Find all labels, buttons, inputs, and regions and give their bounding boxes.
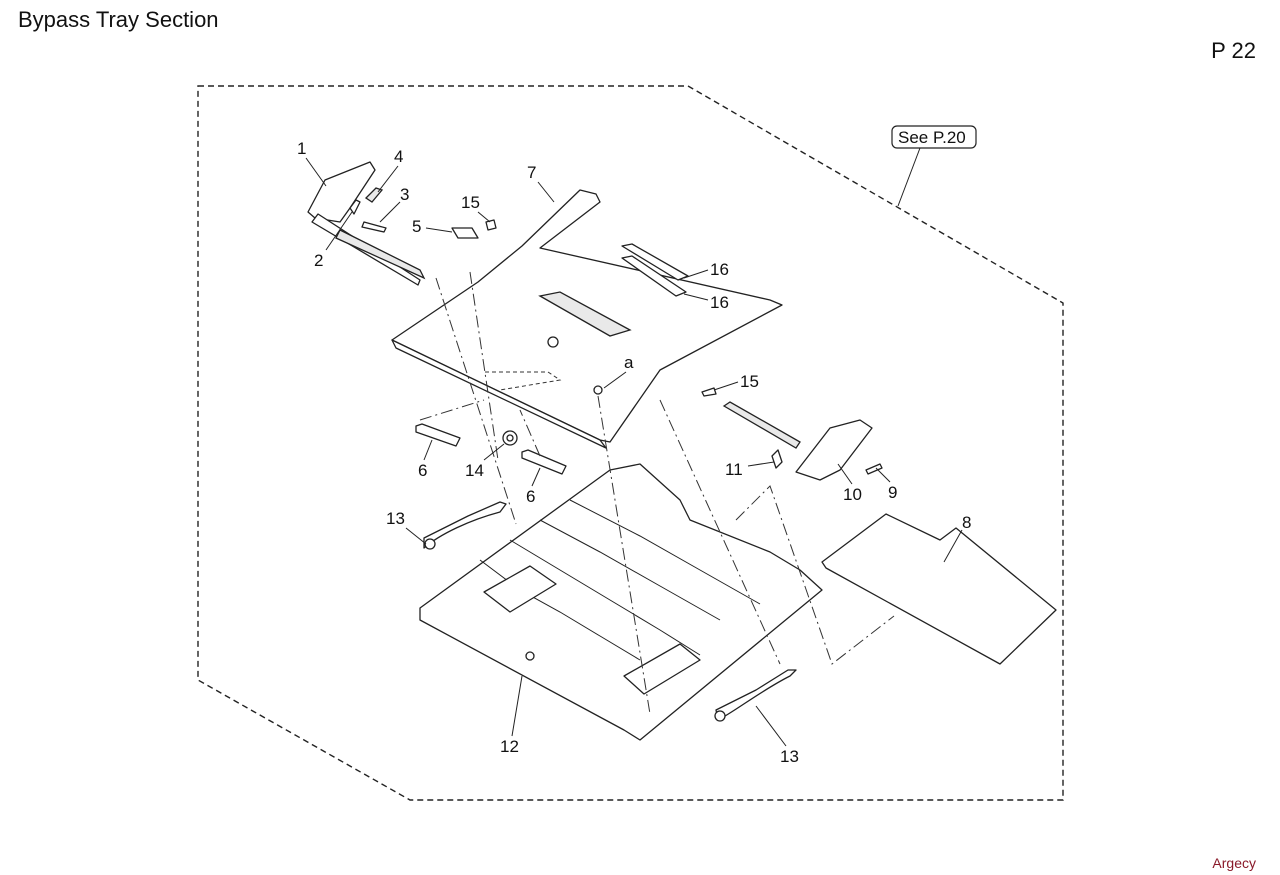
guide-body-left bbox=[307, 161, 376, 223]
screw-a bbox=[593, 385, 603, 395]
part-upper-tray bbox=[391, 189, 783, 449]
callout-16-upper: 16 bbox=[683, 260, 729, 279]
callout-label: 6 bbox=[526, 487, 535, 506]
callout-12: 12 bbox=[500, 675, 523, 756]
assembly-line-7 bbox=[519, 409, 541, 457]
page-number: P 22 bbox=[1211, 38, 1256, 63]
upper-tray-boss bbox=[547, 336, 559, 348]
part-6-block-right bbox=[521, 449, 567, 475]
callout-14: 14 bbox=[465, 443, 505, 480]
part-2-shape bbox=[349, 199, 361, 215]
callout-16-lower: 16 bbox=[683, 293, 729, 312]
reference-leader bbox=[897, 147, 921, 207]
lever-right-body bbox=[715, 669, 797, 721]
callout-8: 8 bbox=[943, 513, 971, 563]
assembly-line-4 bbox=[659, 399, 781, 665]
callout-4: 4 bbox=[377, 147, 403, 193]
callout-label: 15 bbox=[740, 372, 759, 391]
callout-5: 5 bbox=[412, 217, 453, 236]
part-14-gear-hub bbox=[506, 434, 514, 442]
callout-9: 9 bbox=[875, 467, 897, 502]
callout-11: 11 bbox=[725, 460, 775, 479]
callout-label: 6 bbox=[418, 461, 427, 480]
part-6-block-left bbox=[415, 423, 461, 447]
callout-label: 15 bbox=[461, 193, 480, 212]
page-title: Bypass Tray Section bbox=[18, 7, 219, 32]
callout-label: 7 bbox=[527, 163, 536, 182]
callout-label: 13 bbox=[780, 747, 799, 766]
callout-label: a bbox=[624, 353, 634, 372]
part-16-strip-lower bbox=[621, 255, 687, 297]
part-16-strip-upper bbox=[621, 243, 689, 281]
callout-label: 14 bbox=[465, 461, 484, 480]
callout-label: 16 bbox=[710, 260, 729, 279]
section-boundary bbox=[197, 85, 1064, 801]
assembly-line-1 bbox=[469, 271, 499, 461]
callout-3: 3 bbox=[379, 185, 409, 223]
assembly-line-2 bbox=[435, 277, 517, 525]
callout-label: 4 bbox=[394, 147, 403, 166]
guide-rack-left bbox=[335, 229, 426, 280]
assembly-line-5 bbox=[735, 485, 895, 665]
lower-tray-outline bbox=[419, 463, 823, 741]
callout-label: 3 bbox=[400, 185, 409, 204]
callout-15-upper: 15 bbox=[461, 193, 491, 223]
callout-label: 1 bbox=[297, 139, 306, 158]
reference-label: See P.20 bbox=[898, 128, 966, 147]
part-15-tab-upper bbox=[485, 219, 497, 231]
assembly-line-6 bbox=[419, 399, 485, 421]
part-9-pad bbox=[865, 463, 883, 475]
callout-2: 2 bbox=[314, 211, 353, 270]
lower-tray-stud bbox=[525, 651, 535, 661]
lower-tray-rib-3 bbox=[539, 519, 721, 621]
lower-tray-rib-4 bbox=[569, 499, 761, 605]
part-8-extension-tray bbox=[821, 513, 1057, 665]
callout-label: 8 bbox=[962, 513, 971, 532]
reference-tag[interactable]: See P.20 bbox=[891, 125, 977, 207]
lever-right-eye bbox=[714, 710, 726, 722]
callout-13-left: 13 bbox=[386, 509, 427, 545]
callout-label: 9 bbox=[888, 483, 897, 502]
reference-box bbox=[891, 125, 977, 149]
callout-1: 1 bbox=[297, 139, 327, 187]
part-paper-guide-left bbox=[307, 161, 426, 286]
lower-tray-pocket-right bbox=[623, 643, 701, 695]
callout-a: a bbox=[603, 353, 634, 389]
callout-6-left: 6 bbox=[418, 439, 433, 480]
lever-left-eye bbox=[424, 538, 436, 550]
part-5-pad bbox=[451, 227, 479, 239]
part-15-tab-lower bbox=[701, 387, 717, 397]
callout-10: 10 bbox=[837, 463, 862, 504]
callout-label: 2 bbox=[314, 251, 323, 270]
callout-label: 10 bbox=[843, 485, 862, 504]
callout-13-right: 13 bbox=[755, 705, 799, 766]
guide-rack-right bbox=[722, 401, 801, 449]
upper-tray-hidden-outline bbox=[485, 371, 562, 391]
part-lower-tray bbox=[419, 463, 823, 741]
assembly-line-3 bbox=[597, 395, 651, 715]
part-3-shape bbox=[361, 221, 387, 233]
callout-7: 7 bbox=[527, 163, 555, 203]
callout-15-lower: 15 bbox=[713, 372, 759, 391]
lower-tray-pocket-left bbox=[483, 565, 557, 613]
callout-label: 13 bbox=[386, 509, 405, 528]
upper-tray-grille bbox=[538, 291, 632, 337]
lower-tray-rib-2 bbox=[509, 539, 701, 656]
part-paper-guide-right bbox=[722, 401, 883, 481]
callout-label: 16 bbox=[710, 293, 729, 312]
lever-left-body bbox=[423, 501, 507, 549]
callout-label: 5 bbox=[412, 217, 421, 236]
watermark: Argecy bbox=[1212, 855, 1256, 871]
callout-6-right: 6 bbox=[526, 467, 541, 506]
part-11-clip bbox=[771, 449, 783, 469]
part-13-lever-left bbox=[423, 501, 507, 550]
part-13-lever-right bbox=[714, 669, 797, 722]
callout-label: 11 bbox=[725, 460, 743, 479]
guide-body-right bbox=[795, 419, 873, 481]
callout-label: 12 bbox=[500, 737, 519, 756]
